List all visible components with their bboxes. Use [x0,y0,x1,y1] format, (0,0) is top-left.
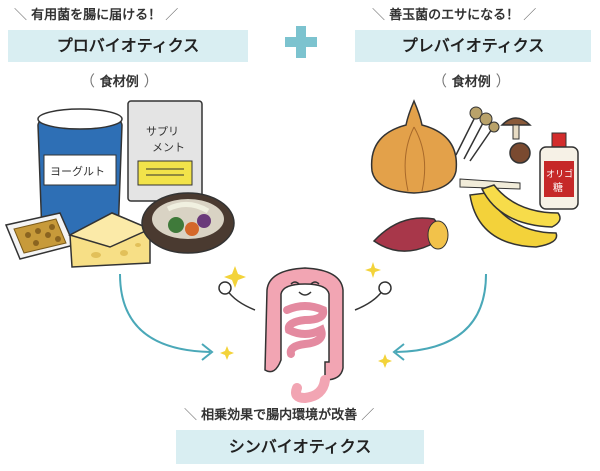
pickles-bowl-icon [141,192,235,254]
plus-icon [283,24,319,60]
probiotics-tagline: ＼ 有用菌を腸に届ける！ ／ [14,8,179,23]
oligo-label-line2: 糖 [553,181,563,194]
prebiotic-foods-illustration: オリゴ 糖 [370,99,579,252]
probiotics-title-badge: プロバイオティクス [8,30,248,62]
banana-icon [469,184,561,248]
cheese-icon [68,212,152,268]
yogurt-label: ヨーグルト [50,164,105,178]
probiotics-title: プロバイオティクス [56,36,200,55]
natto-tray-icon [4,212,76,260]
probiotics-foods-label: （ 食材例 ） [80,72,159,90]
mushrooms-icon [455,106,532,190]
onion-icon [370,99,458,194]
supplement-label-line1: サプリ [146,125,179,138]
left-arrow [119,273,214,361]
supplement-label-line2: メント [152,141,185,154]
yogurt-container-icon [37,108,123,240]
prebiotics-title: プレバイオティクス [401,36,545,55]
sweet-potato-icon [372,217,449,252]
prebiotics-tagline: ＼ 善玉菌のエサになる！ ／ [372,8,537,23]
synbiotics-tagline: ＼ 相乗効果で腸内環境が改善 ／ [184,408,375,423]
synbiotics-title-badge: シンバイオティクス [176,430,424,464]
prebiotics-title-badge: プレバイオティクス [355,30,591,62]
prebiotics-foods-label: （ 食材例 ） [432,72,511,90]
happy-intestine-icon [218,262,392,404]
oligo-label-line1: オリゴ [546,168,573,180]
probiotic-foods-illustration: ヨーグルト サプリ メント [4,100,235,268]
right-arrow [392,273,487,361]
synbiotics-title: シンバイオティクス [228,437,372,456]
oligosaccharide-bottle-icon [539,132,579,210]
